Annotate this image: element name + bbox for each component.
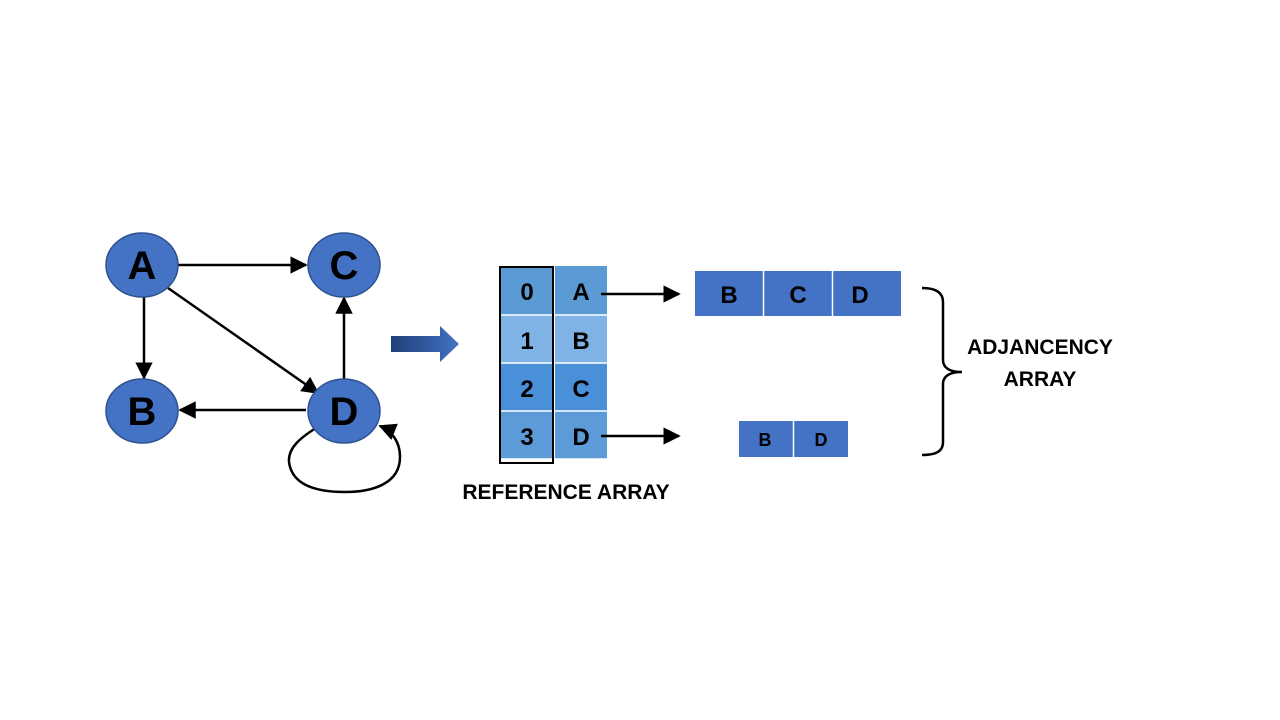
ref-index-cell-1 [501,315,553,363]
ref-index-cell-2 [501,363,553,411]
node-a-label: A [128,244,157,288]
edge-d-d-self-loop [287,423,402,494]
ref-index-cell-0 [501,268,553,315]
reference-array: 0 1 2 3 A B C D REFERENCE ARRAY [462,266,670,504]
graph-edges [135,256,402,494]
adj-a-cell-0 [695,271,763,316]
node-c-label: C [330,244,359,288]
ref-index-3: 3 [520,424,533,451]
node-c: C [307,232,381,298]
ref-vertex-3: D [572,424,589,451]
adj-a-item-0: B [720,282,737,309]
ref-vertex-2: C [572,376,589,403]
ref-index-1: 1 [520,328,533,355]
adj-a-item-1: C [789,282,806,309]
adj-d-cell-1 [794,421,848,457]
edge-a-d [167,286,320,395]
reference-array-caption: REFERENCE ARRAY [462,481,669,504]
ref-vertex-cell-0 [555,266,607,315]
conversion-arrow-icon [391,326,459,362]
adj-d-item-0: B [759,430,772,450]
ref-vertex-1: B [572,328,589,355]
adjacency-list-d: B D [739,421,848,457]
ref-vertex-cell-1 [555,315,607,363]
adjacency-caption-line2: ARRAY [1004,368,1077,391]
adj-a-cell-2 [833,271,901,316]
ref-vertex-cell-2 [555,363,607,411]
adj-a-cell-1 [764,271,832,316]
ref-vertex-cell-3 [555,411,607,459]
ref-vertex-0: A [572,279,589,306]
ref-index-2: 2 [520,376,533,403]
adj-a-item-2: D [851,282,868,309]
node-a: A [105,232,179,298]
node-d-label: D [330,390,359,434]
ref-index-column-outline [499,266,554,464]
adjacency-caption-line1: ADJANCENCY [967,336,1113,359]
node-b-label: B [128,390,157,434]
ref-index-0: 0 [520,279,533,306]
adj-d-item-1: D [815,430,828,450]
adjacency-list-a: B C D [695,271,901,316]
ref-index-cell-3 [501,411,553,459]
node-b: B [105,378,179,444]
node-d: D [307,378,381,444]
curly-brace-icon [921,286,963,457]
graph-nodes: A C B D [105,232,381,444]
adj-d-cell-0 [739,421,793,457]
